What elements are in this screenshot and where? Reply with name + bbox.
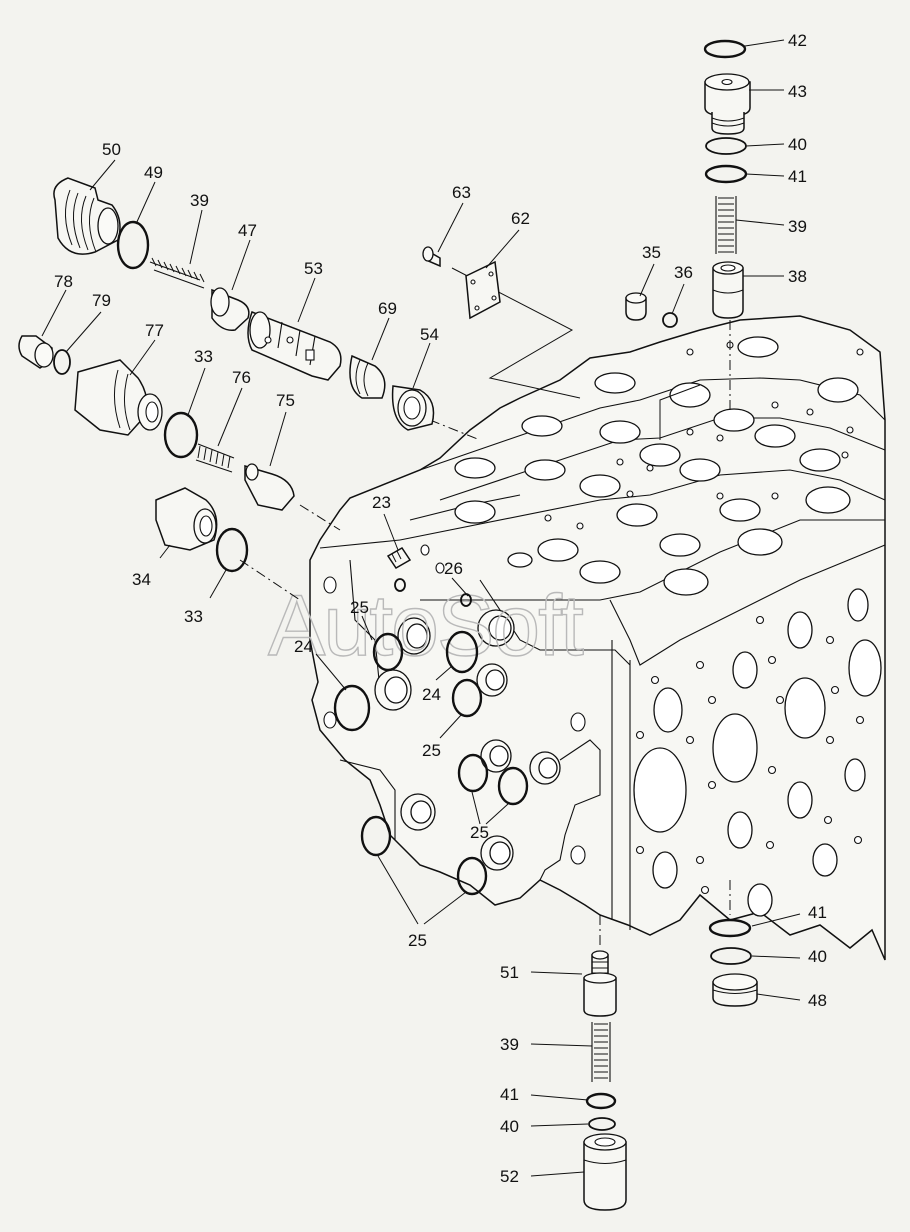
plug-34: [155, 487, 218, 551]
o-ring-40-lower: [588, 1117, 616, 1131]
o-ring-25-upper: [372, 632, 404, 672]
o-ring-40-top: [705, 137, 747, 155]
callout-41: 41: [500, 1085, 519, 1104]
plug-48: [712, 973, 758, 1007]
o-ring-49: [116, 220, 150, 270]
o-ring-26-left: [394, 578, 406, 592]
cap-77: [74, 359, 163, 436]
callout-41: 41: [788, 167, 807, 186]
callout-39: 39: [190, 191, 209, 210]
callout-24: 24: [294, 637, 313, 656]
callout-77: 77: [145, 321, 164, 340]
callout-78: 78: [54, 272, 73, 291]
callout-43: 43: [788, 82, 807, 101]
o-ring-79: [53, 349, 71, 375]
spring-39-top: [715, 196, 737, 254]
plate-62: [465, 260, 501, 320]
cap-50: [53, 177, 121, 255]
front-o-rings: [333, 630, 529, 896]
callout-69: 69: [378, 299, 397, 318]
callout-62: 62: [511, 209, 530, 228]
callout-52: 52: [500, 1167, 519, 1186]
callout-26: 26: [444, 559, 463, 578]
o-ring-36: [662, 312, 678, 328]
callout-53: 53: [304, 259, 323, 278]
callout-40: 40: [788, 135, 807, 154]
o-ring-24-right: [445, 630, 479, 674]
callout-35: 35: [642, 243, 661, 262]
plug-35: [625, 292, 647, 321]
sleeve-47: [210, 287, 250, 331]
o-ring-25-c: [360, 815, 392, 857]
plug-63: [422, 246, 441, 268]
callout-76: 76: [232, 368, 251, 387]
o-ring-42: [703, 39, 747, 59]
relief-valve-top-stack: [703, 39, 751, 319]
callout-33: 33: [184, 607, 203, 626]
poppet-38: [712, 261, 744, 319]
o-ring-25-b: [497, 766, 529, 806]
callout-63: 63: [452, 183, 471, 202]
backup-ring-41-top: [704, 164, 748, 184]
callout-25: 25: [350, 598, 369, 617]
callout-54: 54: [420, 325, 439, 344]
callout-39: 39: [788, 217, 807, 236]
spring-39-bottom: [591, 1022, 611, 1082]
leader-lines: [41, 39, 801, 1177]
callout-47: 47: [238, 221, 257, 240]
callout-36: 36: [674, 263, 693, 282]
plug-23: [386, 547, 412, 569]
callout-40: 40: [500, 1117, 519, 1136]
spool-53: [247, 311, 342, 381]
o-ring-25-d: [456, 856, 488, 896]
o-ring-25-a: [457, 753, 489, 793]
callout-75: 75: [276, 391, 295, 410]
callout-38: 38: [788, 267, 807, 286]
plug-52: [583, 1133, 627, 1211]
callout-39: 39: [500, 1035, 519, 1054]
o-ring-33-top: [163, 411, 199, 459]
callout-50: 50: [102, 140, 121, 159]
callout-41: 41: [808, 903, 827, 922]
callout-25: 25: [422, 741, 441, 760]
poppet-51: [583, 950, 617, 1017]
front-ports: [374, 609, 561, 871]
callout-25: 25: [408, 931, 427, 950]
o-ring-24-left: [333, 684, 371, 732]
o-ring-40-bottom: [710, 947, 752, 965]
plug-43: [704, 73, 751, 135]
watermark-text: AutoSoft: [268, 578, 584, 674]
backup-ring-41-bottom: [708, 918, 752, 938]
callout-24: 24: [422, 685, 441, 704]
ring-69: [349, 354, 386, 399]
backup-ring-41-lower: [585, 1092, 617, 1110]
callout-25: 25: [470, 823, 489, 842]
o-ring-25-mid: [451, 678, 483, 718]
callout-labels: 42 43 40 41 39 38 35 36 63 62 50 49 39 4…: [54, 31, 827, 1186]
callout-33: 33: [194, 347, 213, 366]
callout-23: 23: [372, 493, 391, 512]
callout-48: 48: [808, 991, 827, 1010]
o-ring-33-bottom: [215, 527, 249, 573]
piston-75: [244, 463, 295, 511]
callout-40: 40: [808, 947, 827, 966]
spring-39-left: [149, 257, 205, 289]
sleeve-54: [391, 385, 435, 431]
callout-79: 79: [92, 291, 111, 310]
plug-78: [18, 335, 54, 369]
valve-body: [309, 315, 886, 961]
center-lines: [239, 267, 731, 945]
callout-34: 34: [132, 570, 151, 589]
callout-49: 49: [144, 163, 163, 182]
callout-42: 42: [788, 31, 807, 50]
spring-76: [195, 443, 235, 473]
callout-51: 51: [500, 963, 519, 982]
